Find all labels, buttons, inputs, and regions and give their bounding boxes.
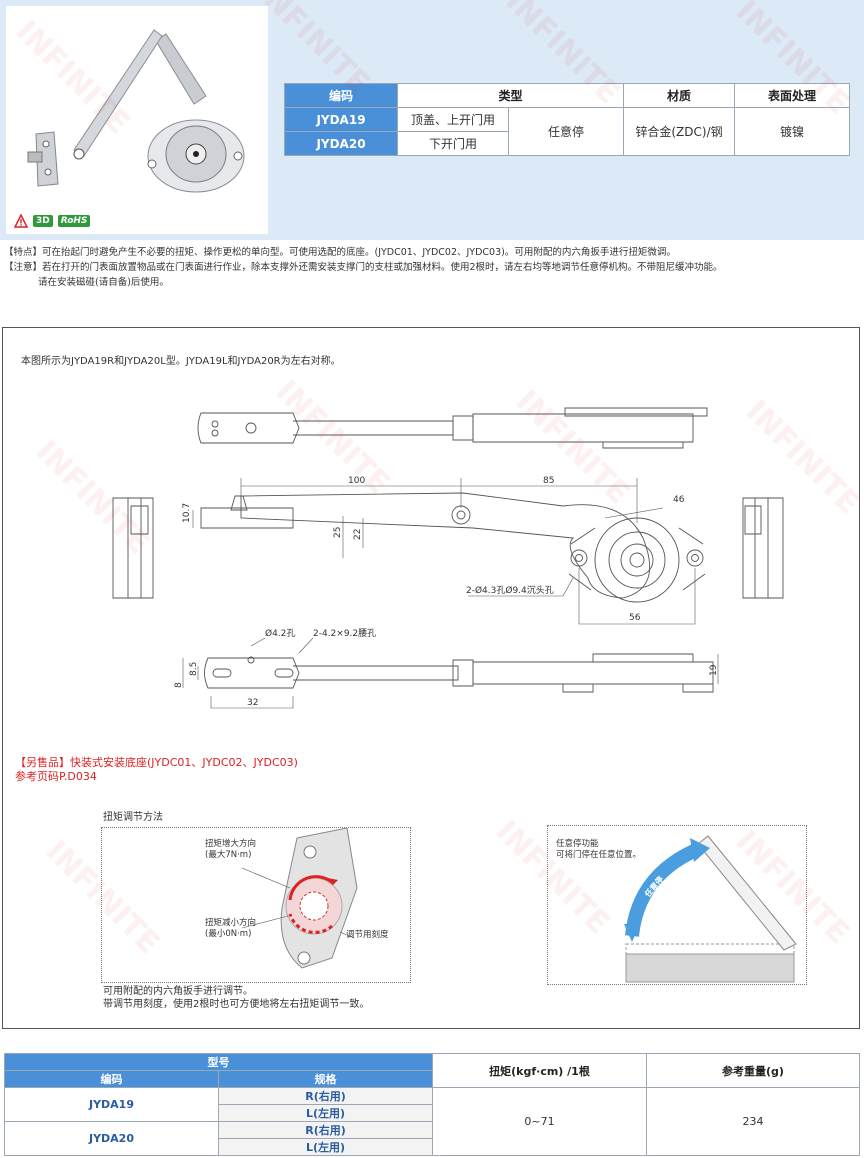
spec-table: 编码 类型 材质 表面处理 JYDA19 顶盖、上开门用 任意停 锌合金(ZDC… — [284, 83, 850, 156]
torque-adjust-box — [101, 827, 411, 983]
dim-8: 8 — [174, 682, 184, 688]
caution-note-2: 请在安装磁碰(请自备)后使用。 — [38, 277, 169, 288]
model-table: 型号 扭矩(kgf·cm) /1根 参考重量(g) 编码 规格 JYDA19 R… — [4, 1053, 860, 1156]
torque-up-max-text: (最大7N·m) — [205, 850, 252, 860]
free-stop-label: 任意停功能 可将门停在任意位置。 — [556, 839, 641, 861]
torque-down-label: 扭矩减小方向 (最小0N·m) — [205, 918, 256, 940]
dim-hole42: Ø4.2孔 — [265, 628, 295, 639]
spec-stop: 任意停 — [508, 107, 624, 156]
figure-caption: 本图所示为JYDA19R和JYDA20L型。JYDA19L和JYDA20R为左右… — [21, 356, 341, 367]
spec-finish: 镀镍 — [734, 107, 850, 156]
spec-header-type: 类型 — [397, 83, 624, 108]
dim-85: 85 — [543, 476, 554, 486]
dim-46: 46 — [673, 495, 685, 505]
caution-note: 【注意】若在打开的门表面放置物品或在门表面进行作业，除本支撑外还需安装支撑门的支… — [4, 262, 723, 273]
rohs-badge: RoHS — [57, 215, 91, 227]
spec-type-jyda20: 下开门用 — [397, 131, 509, 156]
row-code-jyda20: JYDA20 — [4, 1121, 219, 1156]
row-spec-r: R(右用) — [218, 1121, 433, 1139]
torque-up-label: 扭矩增大方向 (最大7N·m) — [205, 839, 256, 861]
torque-note-2: 带调节用刻度，使用2根时也可方便地将左右扭矩调节一致。 — [103, 999, 370, 1010]
header-weight: 参考重量(g) — [646, 1053, 860, 1088]
drawing-panel: 本图所示为JYDA19R和JYDA20L型。JYDA19L和JYDA20R为左右… — [2, 327, 860, 1029]
option-title: 【另售品】快装式安装底座(JYDC01、JYDC02、JYDC03) 参考页码P… — [15, 756, 298, 784]
feature-note: 【特点】可在抬起门时避免产生不必要的扭矩、操作更松的单向型。可使用选配的底座。(… — [4, 247, 676, 258]
option-ref-text: 参考页码P.D034 — [15, 770, 97, 783]
spec-material: 锌合金(ZDC)/钢 — [623, 107, 735, 156]
torque-note-1: 可用附配的内六角扳手进行调节。 — [103, 986, 253, 997]
cell-weight: 234 — [646, 1087, 860, 1156]
free-stop-title: 任意停功能 — [556, 839, 599, 849]
dim-10-7: 10.7 — [182, 503, 192, 523]
torque-up-text: 扭矩增大方向 — [205, 839, 257, 849]
free-stop-desc: 可将门停在任意位置。 — [556, 850, 642, 860]
dim-56: 56 — [629, 613, 641, 623]
spec-header-finish: 表面处理 — [734, 83, 850, 108]
spec-header-material: 材质 — [623, 83, 735, 108]
spec-type-jyda19: 顶盖、上开门用 — [397, 107, 509, 132]
technical-drawing: 100 85 46 10.7 25 22 2-Ø4.3孔Ø9.4沉头孔 56 Ø… — [112, 407, 784, 709]
notes: 【特点】可在抬起门时避免产生不必要的扭矩、操作更松的单向型。可使用选配的底座。(… — [4, 245, 723, 290]
dim-8-5: 8.5 — [189, 662, 199, 676]
dim-holes: 2-Ø4.3孔Ø9.4沉头孔 — [466, 585, 554, 596]
3d-badge: 3D — [33, 215, 53, 227]
scale-label: 调节用刻度 — [346, 930, 389, 940]
spec-header-code: 编码 — [284, 83, 398, 108]
dim-100: 100 — [348, 476, 365, 486]
torque-down-min-text: (最小0N·m) — [205, 929, 252, 939]
badge-row: 3D RoHS — [14, 214, 91, 228]
row-spec-r: R(右用) — [218, 1087, 433, 1105]
warning-icon — [14, 214, 28, 228]
dim-32: 32 — [247, 698, 258, 708]
header-code: 编码 — [4, 1070, 219, 1088]
spec-code-jyda20: JYDA20 — [284, 131, 398, 156]
cell-torque: 0~71 — [432, 1087, 647, 1156]
header-torque: 扭矩(kgf·cm) /1根 — [432, 1053, 647, 1088]
dim-19: 19 — [709, 664, 719, 676]
torque-note: 可用附配的内六角扳手进行调节。 带调节用刻度，使用2根时也可方便地将左右扭矩调节… — [103, 985, 369, 1011]
row-spec-l: L(左用) — [218, 1104, 433, 1122]
torque-title: 扭矩调节方法 — [103, 812, 163, 823]
row-spec-l: L(左用) — [218, 1138, 433, 1156]
spec-code-jyda19: JYDA19 — [284, 107, 398, 132]
row-code-jyda19: JYDA19 — [4, 1087, 219, 1122]
header-spec: 规格 — [218, 1070, 433, 1088]
torque-down-text: 扭矩减小方向 — [205, 918, 257, 928]
dim-22: 22 — [353, 529, 363, 540]
free-stop-box: 任意停 — [547, 825, 807, 985]
header-model: 型号 — [4, 1053, 433, 1071]
dim-slot: 2-4.2×9.2腰孔 — [313, 628, 376, 639]
dim-25: 25 — [333, 527, 343, 538]
option-title-text: 【另售品】快装式安装底座(JYDC01、JYDC02、JYDC03) — [15, 756, 298, 769]
product-photo — [6, 6, 268, 234]
